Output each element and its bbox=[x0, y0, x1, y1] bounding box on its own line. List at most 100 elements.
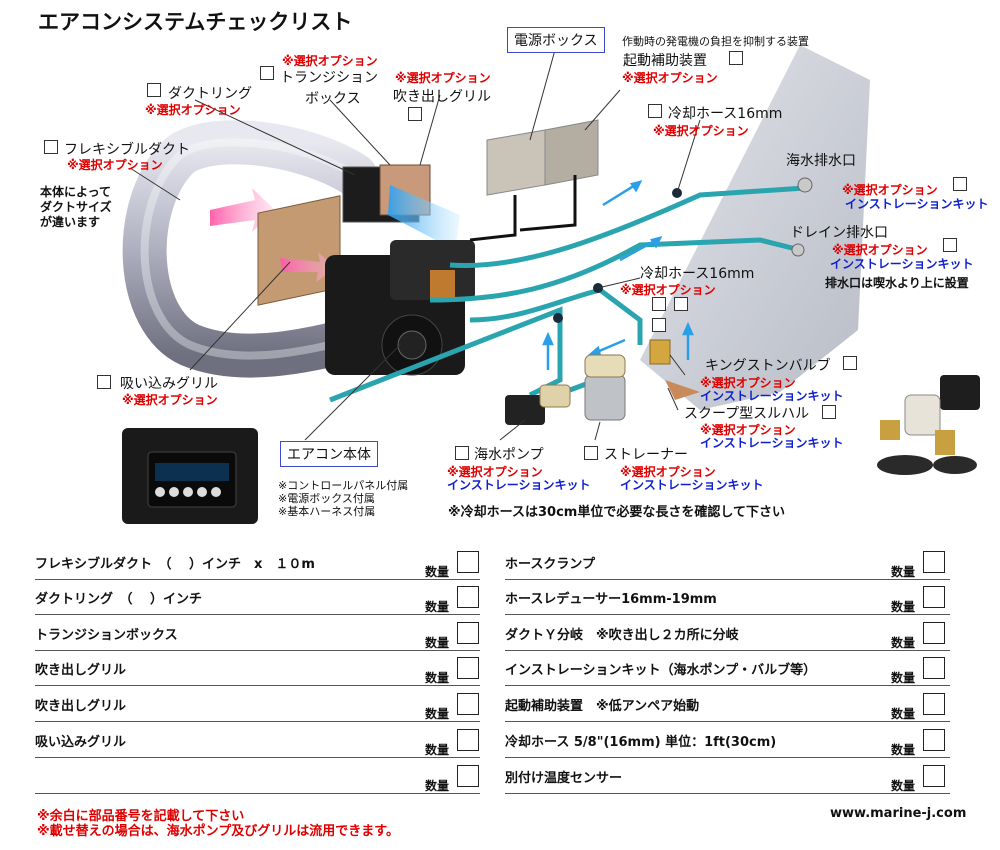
checklist-row-left-4: 吹き出しグリル 数量 bbox=[35, 651, 480, 686]
qty-box[interactable] bbox=[457, 657, 479, 679]
qty-box[interactable] bbox=[923, 765, 945, 787]
checklist-row-right-2: ホースレデューサー16mm-19mm 数量 bbox=[505, 580, 950, 615]
panel-note-2: ※電源ボックス付属 bbox=[278, 492, 375, 505]
power-box-graphic bbox=[469, 119, 599, 242]
sea-outlet-label: 海水排水口 bbox=[786, 153, 856, 169]
intake-grille-checkbox[interactable] bbox=[97, 375, 111, 389]
row-name: ダクトＹ分岐 ※吹き出し２カ所に分岐 bbox=[505, 628, 739, 643]
qty-label: 数量 bbox=[891, 743, 916, 757]
cooling-hose-top-checkbox[interactable] bbox=[648, 104, 662, 118]
starter-option: ※選択オプション bbox=[622, 71, 718, 85]
duct-note-3: が違います bbox=[40, 215, 101, 229]
cooling-hose-mid-checkbox-2[interactable] bbox=[674, 297, 688, 311]
duct-ring-option: ※選択オプション bbox=[145, 103, 241, 117]
pump-kit: インストレーションキット bbox=[447, 478, 591, 492]
footer-note-2: ※載せ替えの場合は、海水ポンプ及びグリルは流用できます。 bbox=[37, 824, 399, 839]
flex-duct bbox=[122, 120, 412, 378]
strainer-graphic bbox=[584, 354, 626, 421]
qty-box[interactable] bbox=[457, 586, 479, 608]
qty-box[interactable] bbox=[457, 551, 479, 573]
sea-outlet-option: ※選択オプション bbox=[842, 183, 938, 197]
outlet-grille-checkbox[interactable] bbox=[408, 107, 422, 121]
qty-label: 数量 bbox=[425, 600, 450, 614]
checklist-row-right-1: ホースクランプ 数量 bbox=[505, 545, 950, 580]
checklist-row-right-4: インストレーションキット（海水ポンプ・バルブ等） 数量 bbox=[505, 651, 950, 686]
duct-ring-checkbox[interactable] bbox=[147, 83, 161, 97]
kingston-valve-graphic bbox=[649, 339, 700, 400]
ac-unit-graphic bbox=[325, 240, 475, 376]
qty-box[interactable] bbox=[457, 622, 479, 644]
cooling-hose-top-label: 冷却ホース16mm bbox=[668, 106, 783, 122]
cooling-hose-mid-label: 冷却ホース16mm bbox=[640, 266, 755, 282]
panel-note-1: ※コントロールパネル付属 bbox=[278, 479, 409, 492]
drain-note: 排水口は喫水より上に設置 bbox=[825, 276, 969, 290]
intake-grille-option: ※選択オプション bbox=[122, 393, 218, 407]
qty-box[interactable] bbox=[923, 693, 945, 715]
scoop-checkbox[interactable] bbox=[822, 405, 836, 419]
checklist-row-left-2: ダクトリング （ ）インチ 数量 bbox=[35, 580, 480, 615]
qty-box[interactable] bbox=[457, 693, 479, 715]
scoop-label: スクープ型スルハル bbox=[684, 406, 810, 422]
panel-note-3: ※基本ハーネス付属 bbox=[278, 505, 376, 518]
row-name: 起動補助装置 ※低アンペア始動 bbox=[505, 699, 700, 714]
scoop-kit: インストレーションキット bbox=[700, 436, 844, 450]
pump-option: ※選択オプション bbox=[447, 465, 543, 479]
checklist-row-left-7: 数量 bbox=[35, 759, 480, 794]
outlet-grille-option: ※選択オプション bbox=[395, 71, 491, 85]
install-kit-photo bbox=[877, 375, 980, 475]
row-name: インストレーションキット（海水ポンプ・バルブ等） bbox=[505, 663, 817, 678]
checklist-row-right-5: 起動補助装置 ※低アンペア始動 数量 bbox=[505, 687, 950, 722]
starter-checkbox[interactable] bbox=[729, 51, 743, 65]
sea-outlet-checkbox[interactable] bbox=[953, 177, 967, 191]
row-name: フレキシブルダクト （ ）インチ x １０m bbox=[35, 557, 315, 572]
flex-duct-label: フレキシブルダクト bbox=[64, 142, 190, 158]
kingston-checkbox[interactable] bbox=[843, 356, 857, 370]
sea-outlet-kit: インストレーションキット bbox=[845, 197, 989, 211]
hull-panel bbox=[640, 45, 870, 410]
duct-note-1: 本体によって bbox=[40, 185, 112, 199]
strainer-label: ストレーナー bbox=[604, 447, 688, 463]
pump-checkbox[interactable] bbox=[455, 446, 469, 460]
transition-option: ※選択オプション bbox=[282, 54, 378, 68]
drain-outlet-kit: インストレーションキット bbox=[830, 257, 974, 271]
cooling-hose-mid-checkbox-1[interactable] bbox=[652, 297, 666, 311]
qty-box[interactable] bbox=[923, 729, 945, 751]
strainer-checkbox[interactable] bbox=[584, 446, 598, 460]
checklist-row-left-5: 吹き出しグリル 数量 bbox=[35, 687, 480, 722]
qty-label: 数量 bbox=[891, 671, 916, 685]
website-url: www.marine-j.com bbox=[830, 806, 967, 821]
qty-label: 数量 bbox=[891, 565, 916, 579]
qty-box[interactable] bbox=[457, 765, 479, 787]
cooling-hose-mid bbox=[429, 237, 801, 303]
starter-description: 作動時の発電機の負担を抑制する装置 bbox=[622, 35, 809, 48]
qty-box[interactable] bbox=[457, 729, 479, 751]
control-panel-graphic bbox=[122, 428, 258, 524]
sea-outlet-fitting bbox=[797, 177, 813, 193]
checklist-row-left-6: 吸い込みグリル 数量 bbox=[35, 723, 480, 758]
qty-label: 数量 bbox=[891, 707, 916, 721]
pump-graphic bbox=[505, 384, 571, 425]
transition-label-2: ボックス bbox=[305, 91, 361, 107]
row-name: トランジションボックス bbox=[35, 628, 178, 643]
qty-box[interactable] bbox=[923, 586, 945, 608]
qty-box[interactable] bbox=[923, 622, 945, 644]
pump-label: 海水ポンプ bbox=[474, 447, 544, 463]
checklist-row-left-3: トランジションボックス 数量 bbox=[35, 616, 480, 651]
drain-outlet-checkbox[interactable] bbox=[943, 238, 957, 252]
qty-label: 数量 bbox=[891, 636, 916, 650]
qty-box[interactable] bbox=[923, 657, 945, 679]
intake-grille-label: 吸い込みグリル bbox=[120, 376, 218, 392]
transition-checkbox[interactable] bbox=[260, 66, 274, 80]
cooling-hose-mid-option: ※選択オプション bbox=[620, 283, 716, 297]
cooling-hose-mid-checkbox-3[interactable] bbox=[652, 318, 666, 332]
hose-note: ※冷却ホースは30cm単位で必要な長さを確認して下さい bbox=[448, 505, 785, 520]
starter-label: 起動補助装置 bbox=[623, 53, 707, 69]
flex-duct-checkbox[interactable] bbox=[44, 140, 58, 154]
qty-label: 数量 bbox=[425, 779, 450, 793]
kingston-label: キングストンバルブ bbox=[705, 358, 831, 374]
checklist-row-right-7: 別付け温度センサー 数量 bbox=[505, 759, 950, 794]
qty-label: 数量 bbox=[425, 671, 450, 685]
qty-box[interactable] bbox=[923, 551, 945, 573]
row-name: ホースクランプ bbox=[505, 557, 595, 572]
ac-unit-label: エアコン本体 bbox=[280, 441, 378, 467]
